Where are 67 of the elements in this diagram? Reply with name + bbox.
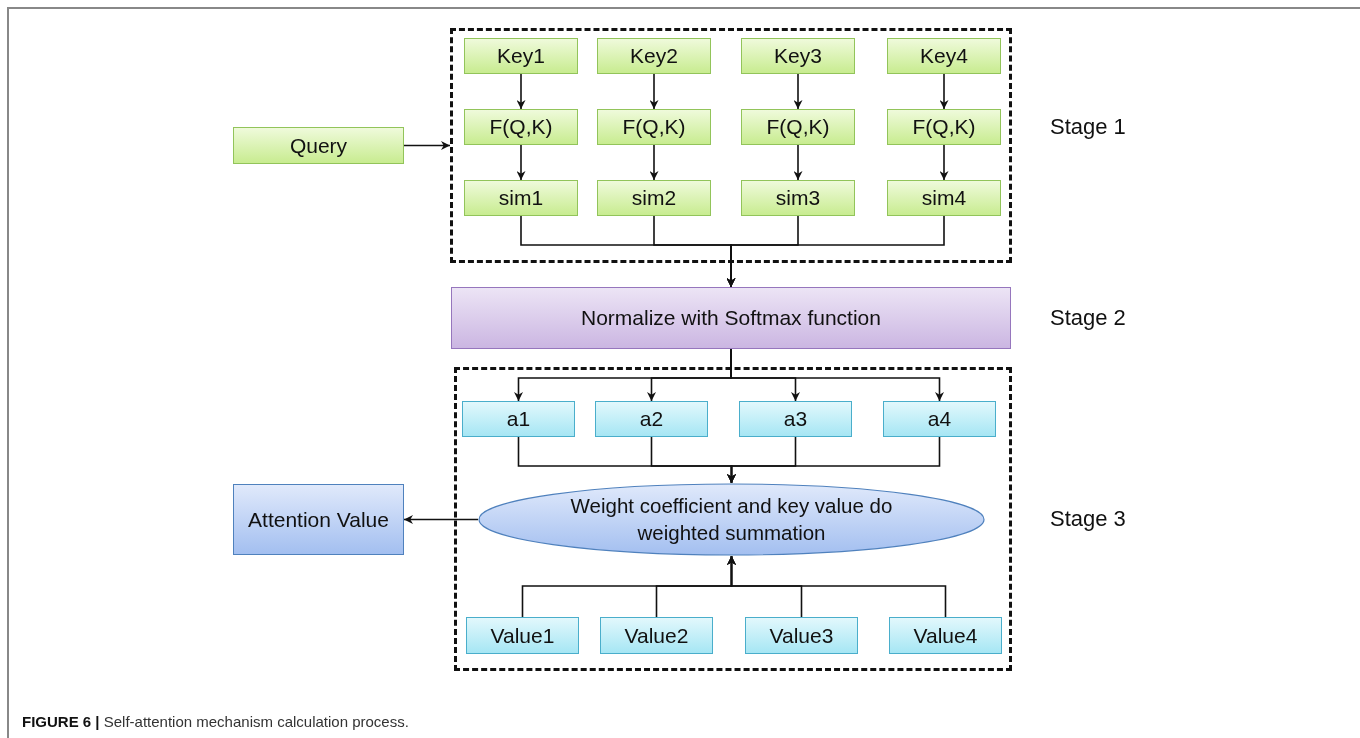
- node-label: Normalize with Softmax function: [581, 305, 881, 332]
- node-label: Attention Value: [248, 506, 389, 533]
- process-box: [889, 617, 1002, 654]
- process-box: [466, 617, 579, 654]
- process-box: [741, 38, 855, 74]
- process-box: [741, 180, 855, 216]
- process-box: [233, 484, 404, 555]
- arrow: [939, 73, 949, 110]
- arrow: [516, 144, 526, 181]
- node-label: a1: [506, 406, 531, 433]
- node-label: Key1: [497, 43, 545, 70]
- node-label: sim1: [498, 185, 544, 212]
- node-label: Key2: [630, 43, 678, 70]
- node-label: a4: [927, 406, 952, 433]
- arrow: [649, 144, 659, 181]
- stage-group-box: [454, 367, 1012, 671]
- arrow: [649, 73, 659, 110]
- node-label: Value2: [624, 622, 689, 649]
- process-box: [597, 109, 711, 145]
- process-box: [462, 401, 575, 437]
- process-box: [451, 287, 1011, 349]
- process-box: [745, 617, 858, 654]
- node-label: Value1: [490, 622, 555, 649]
- process-box: [464, 38, 578, 74]
- process-box: [887, 38, 1001, 74]
- stage-label: Stage 1: [1050, 114, 1126, 140]
- arrow: [726, 215, 945, 288]
- process-box: [741, 109, 855, 145]
- process-box: [597, 180, 711, 216]
- node-label: sim2: [631, 185, 677, 212]
- process-box: [600, 617, 713, 654]
- node-label: sim3: [775, 185, 821, 212]
- node-label: a3: [783, 406, 808, 433]
- node-label: F(Q,K): [489, 114, 553, 141]
- process-box: [464, 180, 578, 216]
- node-label: Value3: [769, 622, 834, 649]
- node-label: Query: [289, 132, 348, 159]
- node-label: sim4: [921, 185, 967, 212]
- node-label: F(Q,K): [912, 114, 976, 141]
- arrow: [727, 555, 947, 618]
- arrow: [793, 73, 803, 110]
- process-box: [595, 401, 708, 437]
- node-label: Key3: [774, 43, 822, 70]
- figure-caption: FIGURE 6 | Self-attention mechanism calculation process.: [22, 713, 409, 730]
- process-box: [887, 180, 1001, 216]
- arrow: [793, 144, 803, 181]
- stage-label: Stage 2: [1050, 305, 1126, 331]
- process-ellipse: [478, 483, 985, 556]
- process-box: [233, 127, 404, 164]
- node-label: Key4: [920, 43, 968, 70]
- process-box: [464, 109, 578, 145]
- node-label: Weight coefficient and key value do weighted summation: [569, 492, 894, 546]
- stage-label: Stage 3: [1050, 506, 1126, 532]
- node-label: F(Q,K): [622, 114, 686, 141]
- arrow: [403, 515, 479, 524]
- process-box: [883, 401, 996, 437]
- process-box: [887, 109, 1001, 145]
- arrow: [516, 73, 526, 110]
- node-label: a2: [639, 406, 664, 433]
- node-label: Value4: [913, 622, 978, 649]
- process-box: [597, 38, 711, 74]
- stage-group-box: [450, 28, 1012, 263]
- process-box: [739, 401, 852, 437]
- arrow: [939, 144, 949, 181]
- node-label: F(Q,K): [766, 114, 830, 141]
- arrow: [727, 436, 941, 484]
- arrow: [403, 141, 451, 150]
